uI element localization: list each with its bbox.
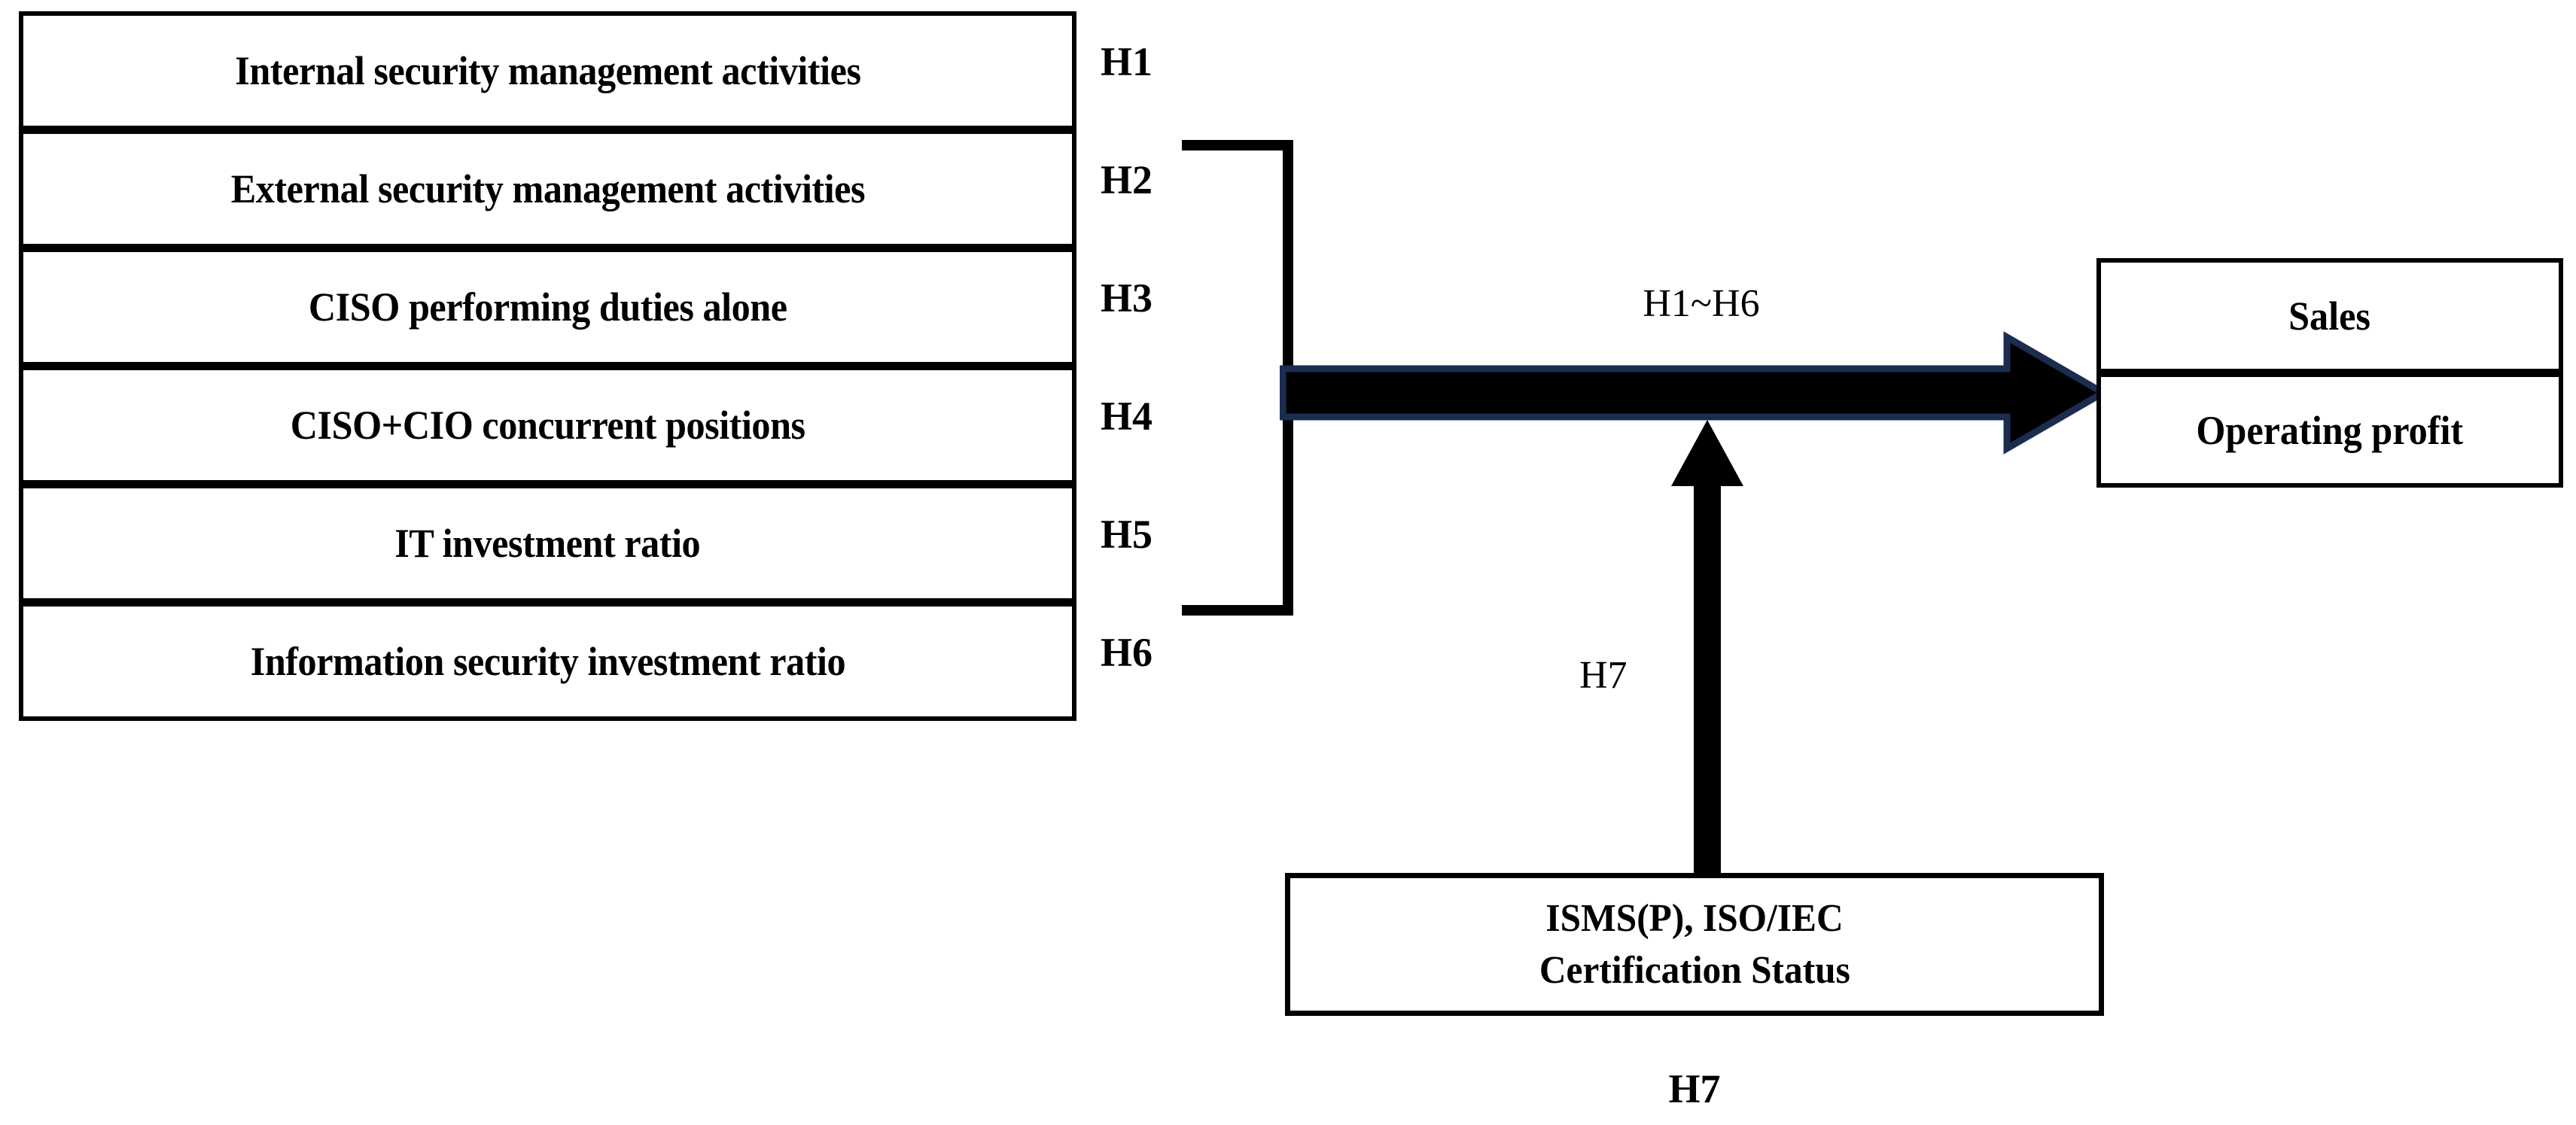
outcome-stack: Sales Operating profit [2096, 258, 2563, 488]
hypothesis-tag-h4: H4 [1101, 394, 1153, 439]
moderator-line-2: Certification Status [1539, 949, 1850, 992]
moderator-arrow-icon [1670, 418, 1745, 877]
outcome-box-operating-profit[interactable]: Operating profit [2096, 372, 2563, 488]
construct-box-h1[interactable]: Internal security management activities [19, 11, 1076, 130]
construct-box-h4[interactable]: CISO+CIO concurrent positions [19, 366, 1076, 485]
construct-box-h6[interactable]: Information security investment ratio [19, 602, 1076, 721]
main-arrow-label: H1~H6 [1643, 282, 1760, 325]
outcome-label: Sales [2288, 293, 2371, 339]
hypothesis-tag-h5: H5 [1101, 512, 1153, 557]
outcome-label: Operating profit [2196, 407, 2464, 453]
hypothesis-tag-h3: H3 [1101, 275, 1153, 321]
outcome-box-sales[interactable]: Sales [2096, 258, 2563, 373]
hypothesis-tag-h6: H6 [1101, 630, 1153, 675]
moderator-arrow-label: H7 [1579, 654, 1628, 697]
moderator-line-1: ISMS(P), ISO/IEC [1545, 896, 1844, 940]
construct-label: CISO performing duties alone [308, 284, 787, 330]
construct-box-h3[interactable]: CISO performing duties alone [19, 248, 1076, 366]
hypothesis-tag-h2: H2 [1101, 157, 1153, 202]
moderator-box[interactable]: ISMS(P), ISO/IEC Certification Status [1285, 873, 2104, 1016]
main-arrow-icon [1280, 330, 2106, 456]
construct-label: Internal security management activities [234, 48, 861, 93]
moderator-caption: H7 [1668, 1066, 1721, 1111]
construct-stack: Internal security management activities … [19, 11, 1076, 722]
construct-box-h5[interactable]: IT investment ratio [19, 484, 1076, 603]
group-bracket [1182, 140, 1293, 616]
construct-label: External security management activities [230, 166, 865, 211]
construct-label: CISO+CIO concurrent positions [290, 403, 805, 448]
construct-box-h2[interactable]: External security management activities [19, 129, 1076, 248]
construct-label: IT investment ratio [394, 521, 701, 566]
hypothesis-tag-h1: H1 [1101, 39, 1153, 84]
construct-label: Information security investment ratio [250, 639, 845, 684]
